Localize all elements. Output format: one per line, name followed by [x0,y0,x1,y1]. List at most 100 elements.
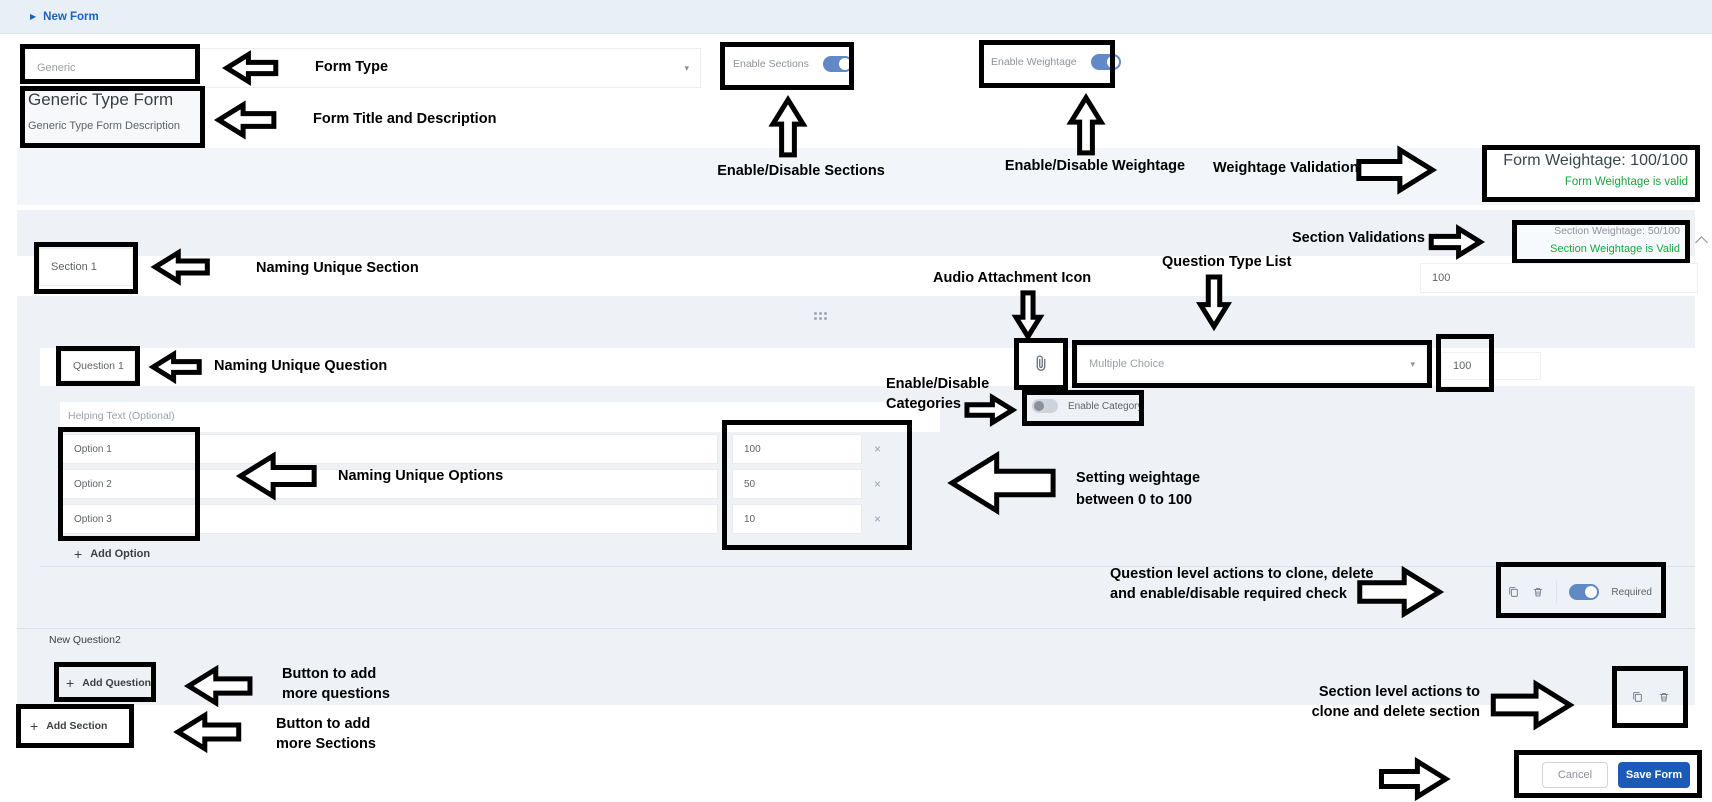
annotation-section-validations: Section Validations [1292,230,1425,246]
question-name-input[interactable]: Question 1 [61,351,135,381]
helping-text-row [60,402,940,432]
delete-question-button[interactable] [1532,585,1544,599]
section-weightage-status: Section Weightage is Valid [1550,243,1680,255]
option-weight-value: 100 [744,443,761,455]
remove-option-button[interactable]: × [874,477,882,491]
annotation-arrow-left-icon [176,712,240,752]
enable-sections-label: Enable Sections [733,58,809,70]
annotation-question-actions-line1: Question level actions to clone, delete [1110,566,1374,582]
add-question-button[interactable]: + Add Question [66,675,151,691]
enable-weightage-toggle-row: Enable Weightage [991,54,1121,70]
section-actions [1612,666,1688,728]
plus-icon: + [66,675,75,691]
helping-text-input[interactable]: Helping Text (Optional) [68,410,175,422]
save-form-button[interactable]: Save Form [1618,762,1690,788]
annotation-naming-options: Naming Unique Options [338,468,504,484]
option-weight-input[interactable]: 10 [732,504,862,534]
annotation-categories-line1: Enable/Disable [886,376,990,392]
question-actions: Required [1496,566,1666,618]
option-weight-value: 10 [744,513,756,525]
question-type-value: Multiple Choice [1089,358,1165,370]
enable-sections-toggle[interactable] [822,56,853,72]
paperclip-icon [1036,355,1046,371]
clone-section-button[interactable] [1631,690,1644,704]
question-name-value: Question 1 [73,360,124,372]
section-weight-input[interactable]: 100 [1420,263,1698,293]
delete-section-button[interactable] [1658,690,1670,704]
add-section-button[interactable]: + Add Section [30,718,107,734]
annotation-add-questions-line1: Button to add [282,666,377,682]
toggle-knob [1106,56,1119,68]
option-weight-input[interactable]: 100 [732,434,862,464]
form-title: Generic Type Form [28,90,174,109]
drag-handle-icon[interactable] [814,312,817,315]
annotation-arrow-left-icon [946,450,1058,516]
question-weight-input[interactable]: 100 [1441,352,1541,380]
annotation-arrow-left-icon [236,452,318,500]
required-label: Required [1611,586,1652,598]
annotation-naming-question: Naming Unique Question [214,358,388,374]
annotation-arrow-left-icon [215,102,277,138]
section-name-value: Section 1 [51,261,97,273]
collapse-section-chevron-icon[interactable] [1695,236,1708,249]
plus-icon: + [74,546,83,562]
form-type-value: Generic [37,62,76,74]
annotation-section-actions-line2: clone and delete section [1311,704,1480,720]
annotation-arrow-right-icon [1368,758,1460,800]
option-label-input[interactable]: Option 3 [62,504,718,534]
annotation-arrow-down-icon [1006,292,1050,338]
divider [1556,581,1558,603]
plus-icon: + [30,718,39,734]
form-title-block[interactable]: Generic Type Form Generic Type Form Desc… [20,86,205,148]
save-form-label: Save Form [1625,769,1683,781]
annotation-audio-icon: Audio Attachment Icon [933,270,1092,286]
form-weightage-status: Form Weightage is valid [1564,176,1688,188]
enable-category-label: Enable Category [1068,400,1143,412]
cancel-button[interactable]: Cancel [1542,762,1608,788]
annotation-weightage-validations: Weightage Validations [1213,160,1367,176]
section-name-input[interactable]: Section 1 [39,248,133,286]
question-type-select[interactable]: Multiple Choice ▾ [1077,346,1427,382]
annotation-arrow-down-icon [1190,276,1238,328]
trash-icon [1534,588,1543,597]
form-weightage-summary: Form Weightage: 100/100 [1503,152,1688,169]
cancel-label: Cancel [1557,769,1593,781]
required-toggle[interactable] [1569,584,1600,600]
annotation-question-type-list: Question Type List [1162,254,1292,270]
annotation-add-questions-line2: more questions [282,686,390,702]
next-question-title: New Question2 [49,634,121,646]
option-label-input[interactable]: Option 1 [62,434,718,464]
annotation-arrow-right-icon [1356,146,1436,194]
remove-option-button[interactable]: × [874,512,882,526]
annotation-enable-weightage: Enable/Disable Weightage [1004,158,1186,174]
chevron-down-icon: ▾ [684,62,689,73]
audio-attachment-button[interactable] [1019,343,1063,385]
annotation-form-type: Form Type [315,59,389,75]
section-weightage-validation: Section Weightage: 50/100 Section Weight… [1512,220,1690,264]
annotation-enable-sections: Enable/Disable Sections [717,163,885,179]
add-question-label: Add Question [82,677,152,689]
annotation-weightage-line2: between 0 to 100 [1076,492,1193,508]
option-weight-input[interactable]: 50 [732,469,862,499]
option-weight-value: 50 [744,478,756,490]
add-option-button[interactable]: + Add Option [74,546,150,562]
annotation-arrow-up-icon [765,98,811,156]
enable-weightage-toggle[interactable] [1090,54,1121,70]
annotation-form-title: Form Title and Description [313,111,497,127]
remove-option-button[interactable]: × [874,442,882,456]
clone-question-button[interactable] [1507,585,1520,599]
form-weightage-validation: Form Weightage: 100/100 Form Weightage i… [1482,145,1700,202]
annotation-arrow-left-icon [186,666,252,706]
section-weightage-summary: Section Weightage: 50/100 [1554,225,1680,237]
breadcrumb-label: New Form [43,10,99,23]
option-label-value: Option 2 [74,478,112,490]
toggle-knob [838,58,851,70]
enable-category-toggle[interactable] [1032,399,1058,413]
annotation-arrow-right-icon [966,392,1014,428]
breadcrumb[interactable]: ▶ New Form [30,11,99,23]
annotation-naming-section: Naming Unique Section [256,260,419,276]
annotation-section-actions-line1: Section level actions to [1318,684,1480,700]
option-label-input[interactable]: Option 2 [62,469,718,499]
copy-icon [1632,691,1642,702]
